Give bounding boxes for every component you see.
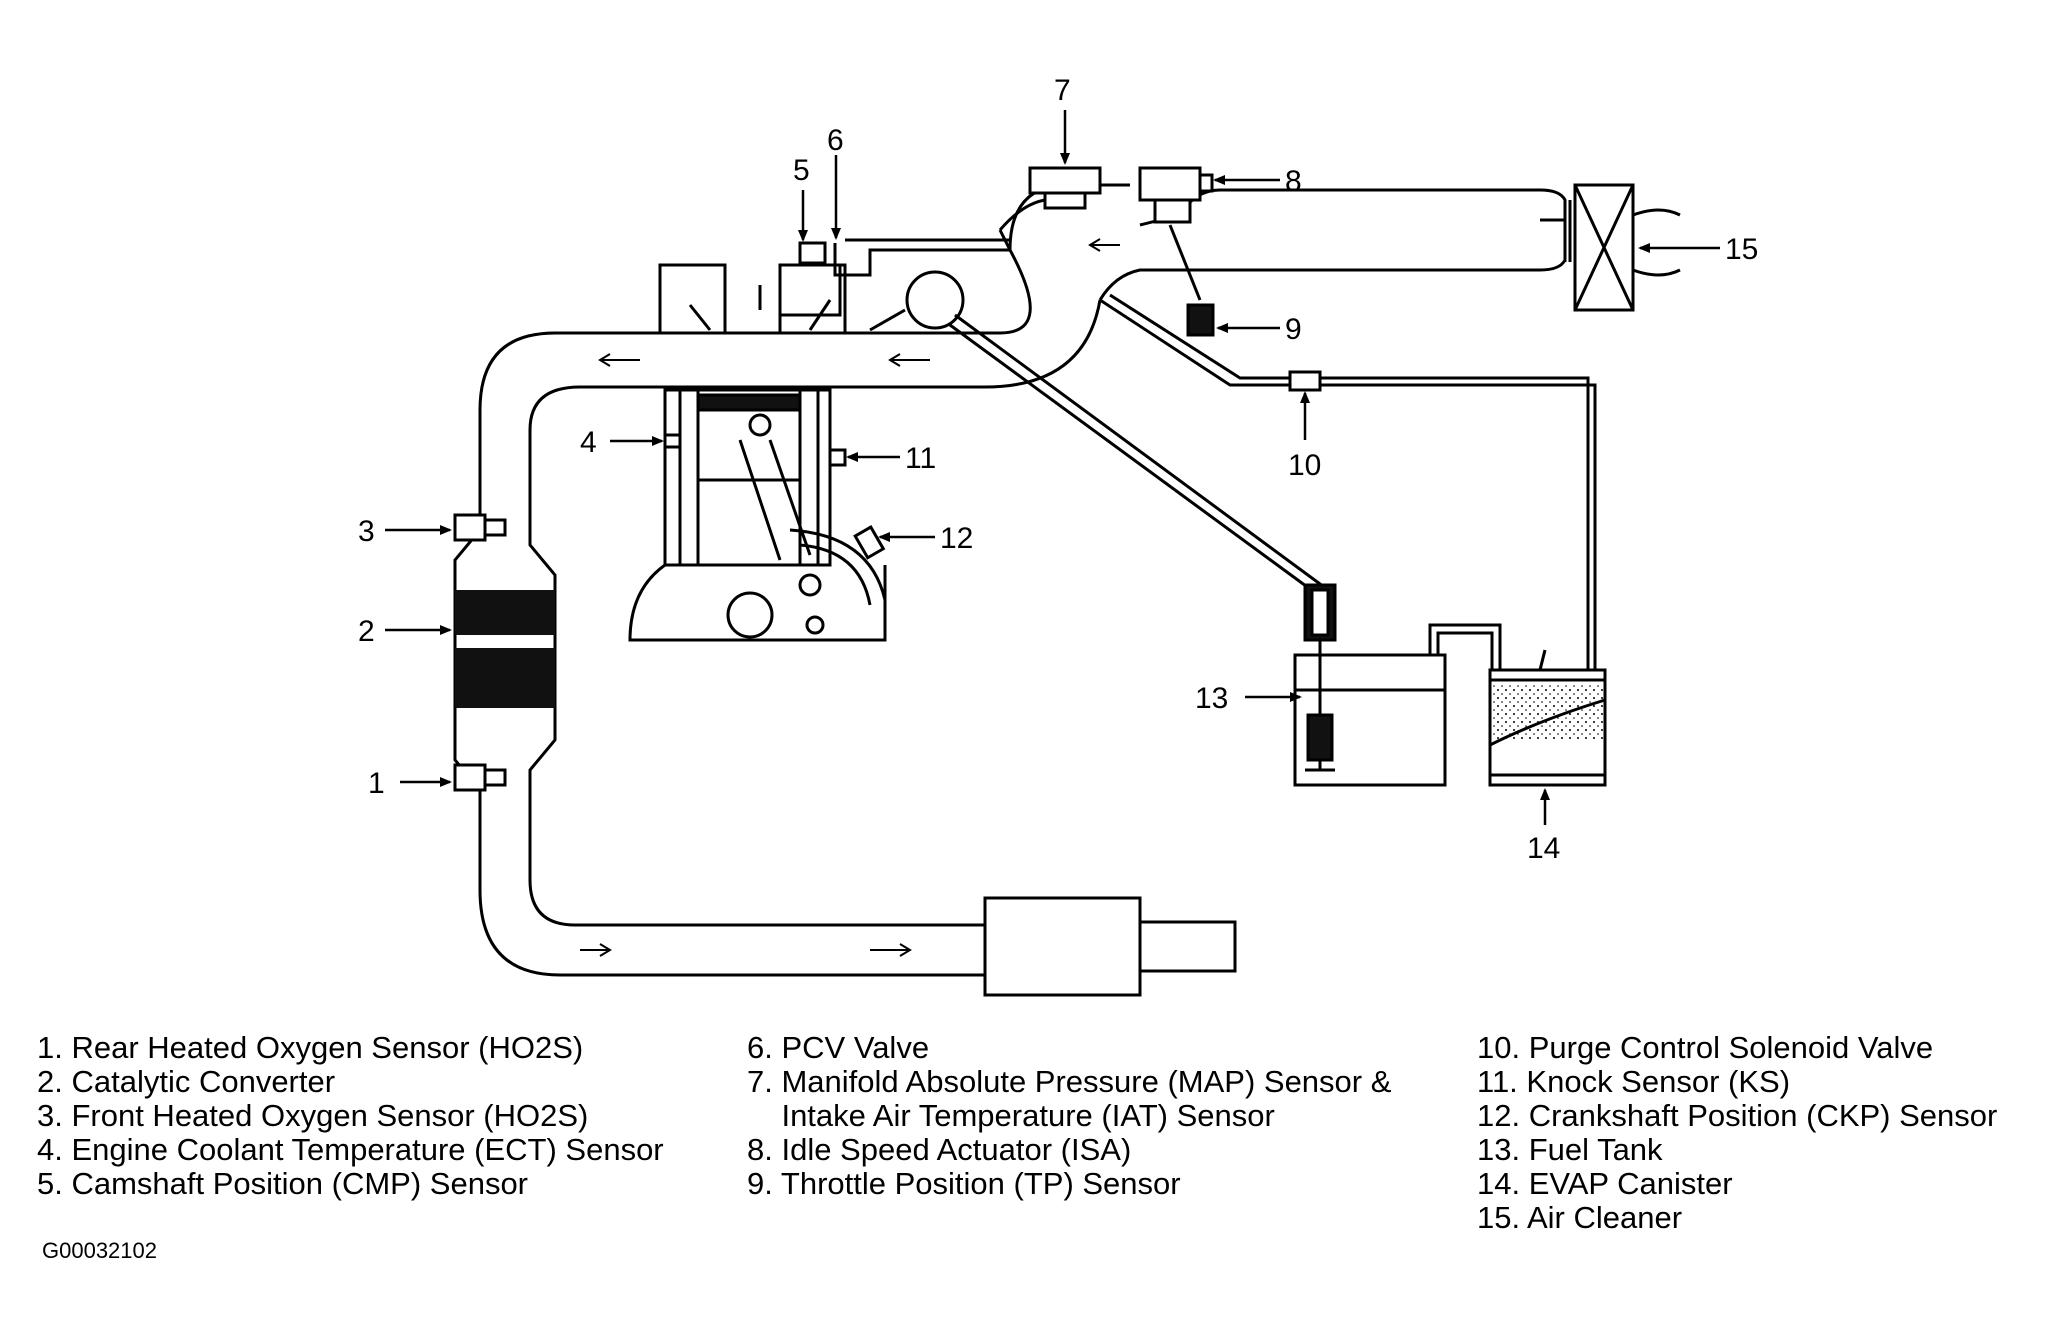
legend-item: 2. Catalytic Converter: [37, 1064, 336, 1099]
legend-item: Intake Air Temperature (IAT) Sensor: [747, 1098, 1275, 1133]
legend-item: 11. Knock Sensor (KS): [1477, 1064, 1791, 1099]
exhaust-flow-arrows: [580, 943, 912, 957]
callout-5: 5: [793, 154, 810, 187]
legend-item: 12. Crankshaft Position (CKP) Sensor: [1477, 1098, 1998, 1133]
legend-item: 13. Fuel Tank: [1477, 1132, 1663, 1167]
evap-canister: [1488, 649, 1607, 787]
callout-9: 9: [1285, 313, 1302, 346]
callout-10: 10: [1288, 449, 1321, 482]
callout-leaders: [385, 110, 1720, 825]
legend-column-1: 1. Rear Heated Oxygen Sensor (HO2S) 2. C…: [37, 1031, 664, 1201]
callout-15: 15: [1725, 233, 1758, 266]
callout-11: 11: [905, 442, 936, 475]
callout-8: 8: [1285, 165, 1302, 198]
manifold: [658, 197, 1102, 389]
rear-oxygen-sensor: [453, 763, 507, 792]
callout-12: 12: [940, 522, 973, 555]
map-iat-sensor: [1028, 166, 1102, 210]
purge-line: [1099, 293, 1597, 670]
legend-item: 1. Rear Heated Oxygen Sensor (HO2S): [37, 1030, 584, 1065]
manifold-flow-arrows: [598, 238, 1120, 367]
callout-6: 6: [827, 124, 844, 157]
muffler: [983, 896, 1237, 997]
callout-1: 1: [368, 767, 385, 800]
legend-column-3: 10. Purge Control Solenoid Valve 11. Kno…: [1477, 1031, 1997, 1235]
legend-item: 6. PCV Valve: [747, 1030, 930, 1065]
idle-speed-actuator: [1138, 166, 1214, 224]
legend-item: 7. Manifold Absolute Pressure (MAP) Sens…: [747, 1064, 1392, 1099]
legend-column-2: 6. PCV Valve 7. Manifold Absolute Pressu…: [747, 1031, 1391, 1201]
fuel-tank: [1293, 583, 1502, 787]
legend-item: 10. Purge Control Solenoid Valve: [1477, 1030, 1934, 1065]
legend-item: 9. Throttle Position (TP) Sensor: [747, 1166, 1181, 1201]
air-cleaner: [1563, 183, 1681, 312]
callout-2: 2: [358, 615, 375, 648]
knock-sensor: [828, 448, 847, 467]
callout-14: 14: [1527, 832, 1560, 865]
callout-4: 4: [580, 426, 597, 459]
legend-item: 14. EVAP Canister: [1477, 1166, 1733, 1201]
callout-7: 7: [1054, 74, 1071, 107]
catalytic-converter: [455, 590, 555, 708]
ckp-sensor: [853, 525, 886, 560]
fuel-injector-line: [905, 270, 1336, 602]
legend-item: 4. Engine Coolant Temperature (ECT) Sens…: [37, 1132, 664, 1167]
ect-sensor: [663, 433, 682, 449]
callout-13: 13: [1195, 682, 1228, 715]
throttle-position-sensor: [1168, 224, 1215, 337]
cylinder-head: [688, 238, 1010, 332]
front-oxygen-sensor: [453, 513, 507, 542]
legend-item: 5. Camshaft Position (CMP) Sensor: [37, 1166, 529, 1201]
legend-item: 8. Idle Speed Actuator (ISA): [747, 1132, 1132, 1167]
legend-item: 15. Air Cleaner: [1477, 1200, 1683, 1235]
callout-3: 3: [358, 515, 375, 548]
legend-item: 3. Front Heated Oxygen Sensor (HO2S): [37, 1098, 589, 1133]
engine-block: [628, 388, 887, 642]
figure-code: G00032102: [42, 1238, 157, 1263]
